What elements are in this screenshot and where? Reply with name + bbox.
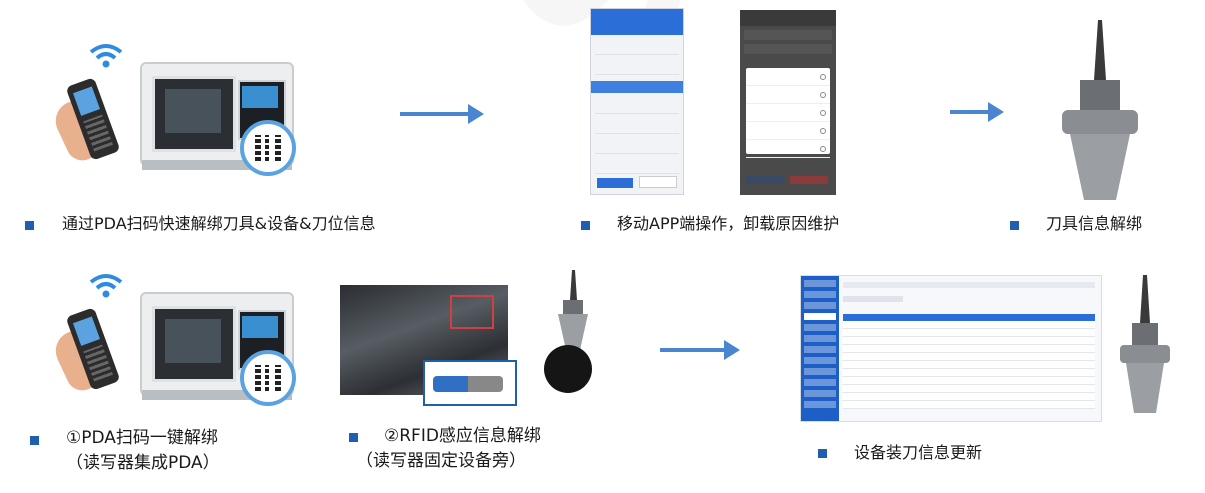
confirm-button[interactable] [597,178,633,188]
reason-option[interactable] [746,86,830,104]
app-screen-reason [740,10,836,195]
caption-tool-unbind: 刀具信息解绑 [1046,214,1143,233]
reason-menu [746,68,830,158]
caption-rfid-fixed: （读写器固定设备旁） [356,451,526,471]
wifi-icon [89,44,123,68]
tool-holder-icon [1120,275,1170,413]
reason-option[interactable] [746,140,830,158]
reason-option[interactable] [746,68,830,86]
arrow-right-icon [950,102,1004,122]
tool-holder-icon [558,270,588,350]
pda-machine-scene-top [49,40,320,190]
pda-machine-scene-bottom [49,270,320,420]
arrow-right-icon [400,104,484,124]
reason-option[interactable] [746,104,830,122]
arrow-right-icon [660,340,740,360]
caption-app-unload: 移动APP端操作，卸载原因维护 [617,214,840,233]
caption-pda-unbind: 通过PDA扫码快速解绑刀具&设备&刀位信息 [62,214,376,233]
cancel-button[interactable] [639,176,677,188]
qr-code-icon [240,120,296,176]
data-table [843,314,1095,409]
sidebar [801,276,839,421]
caption-pda-integrated: （读写器集成PDA） [66,453,220,473]
reason-option[interactable] [746,122,830,140]
caption-device-update: 设备装刀信息更新 [854,443,983,462]
tool-holder-icon [1062,20,1138,200]
caption-rfid-unbind: ②RFID感应信息解绑 [384,426,541,446]
wifi-icon [89,274,123,298]
qr-code-icon [240,350,296,406]
rfid-tag [544,345,592,393]
device-web-table [800,275,1102,422]
app-screen-unload [590,8,684,195]
rfid-sensor-inset [423,360,517,406]
caption-pda-one-key: ①PDA扫码一键解绑 [66,428,218,448]
